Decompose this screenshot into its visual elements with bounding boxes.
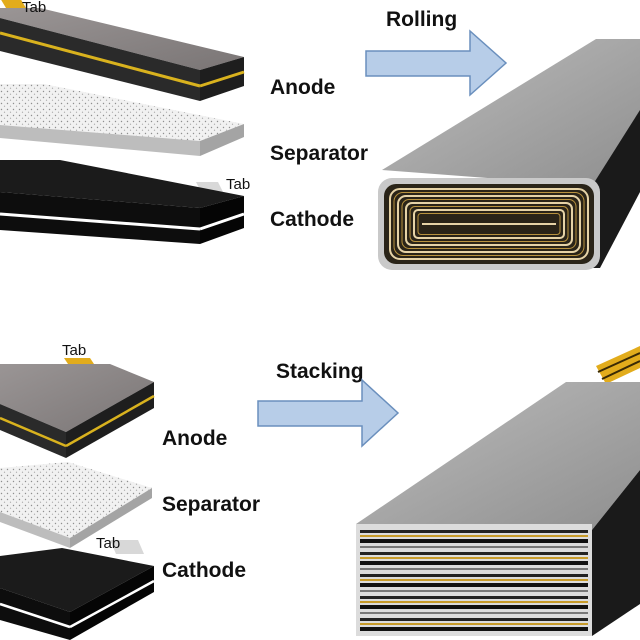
rolling-anode-stripe — [0, 31, 201, 88]
rolling-cathode-label: Cathode — [270, 208, 354, 231]
stacking-cathode-sheet — [0, 540, 155, 640]
rolling-cathode-sheet — [0, 160, 245, 244]
stacking-cathode-stripe — [0, 602, 71, 629]
stacking-anode-stripe — [0, 416, 67, 448]
stacked-cell-top — [356, 382, 640, 530]
stacking-separator-top — [0, 462, 152, 538]
rolling-cathode-tab-label: Tab — [226, 176, 250, 193]
rolled-cell — [378, 39, 640, 270]
stacked-cell-layers — [360, 530, 588, 631]
rolling-anode-sheet — [0, 0, 245, 101]
rolling-cathode-front — [0, 192, 200, 244]
stacking-separator-right — [70, 488, 152, 548]
rolling-section: Tab Tab Anode Separator Cathode Rolling — [0, 0, 640, 270]
stacking-arrow — [257, 378, 400, 448]
stacking-cathode-front — [0, 588, 70, 640]
rolling-separator-top — [0, 84, 244, 141]
stacking-separator-label: Separator — [162, 493, 260, 516]
stacking-separator-sheet — [0, 462, 152, 548]
stacked-cell — [356, 346, 640, 636]
rolling-separator-right — [200, 124, 244, 156]
stacking-anode-label: Anode — [162, 427, 227, 450]
rolling-anode-label: Anode — [270, 76, 335, 99]
stacking-cathode-label: Cathode — [162, 559, 246, 582]
rolled-cell-top — [382, 39, 640, 186]
rolling-cathode-stripe — [0, 212, 201, 231]
rolling-anode-top — [0, 8, 244, 70]
rolling-anode-tab — [1, 0, 26, 8]
rolling-arrow — [365, 29, 508, 97]
rolling-cathode-top — [0, 160, 244, 208]
stacked-cell-tabs — [596, 346, 640, 384]
stacking-anode-tab-label: Tab — [62, 342, 86, 359]
stacked-cell-side — [592, 470, 640, 636]
rolling-separator-sheet — [0, 84, 244, 156]
rolled-cell-side — [592, 110, 640, 268]
stacking-section: Tab Tab Anode Separator Cathode Stacking — [0, 342, 640, 640]
stacking-anode-top — [0, 364, 154, 432]
stacking-cathode-tab-label: Tab — [96, 535, 120, 552]
rolling-anode-tab-label: Tab — [22, 0, 46, 16]
stacking-separator-front — [0, 512, 70, 548]
stacking-cathode-tab — [110, 540, 144, 554]
stacking-cathode-top — [0, 548, 154, 612]
rolled-cell-windings — [389, 188, 589, 260]
stacking-anode-sheet — [0, 358, 155, 458]
rolling-separator-label: Separator — [270, 142, 368, 165]
rolling-process-label: Rolling — [386, 8, 457, 31]
stacking-process-label: Stacking — [276, 360, 364, 383]
rolling-separator-front — [0, 125, 200, 156]
